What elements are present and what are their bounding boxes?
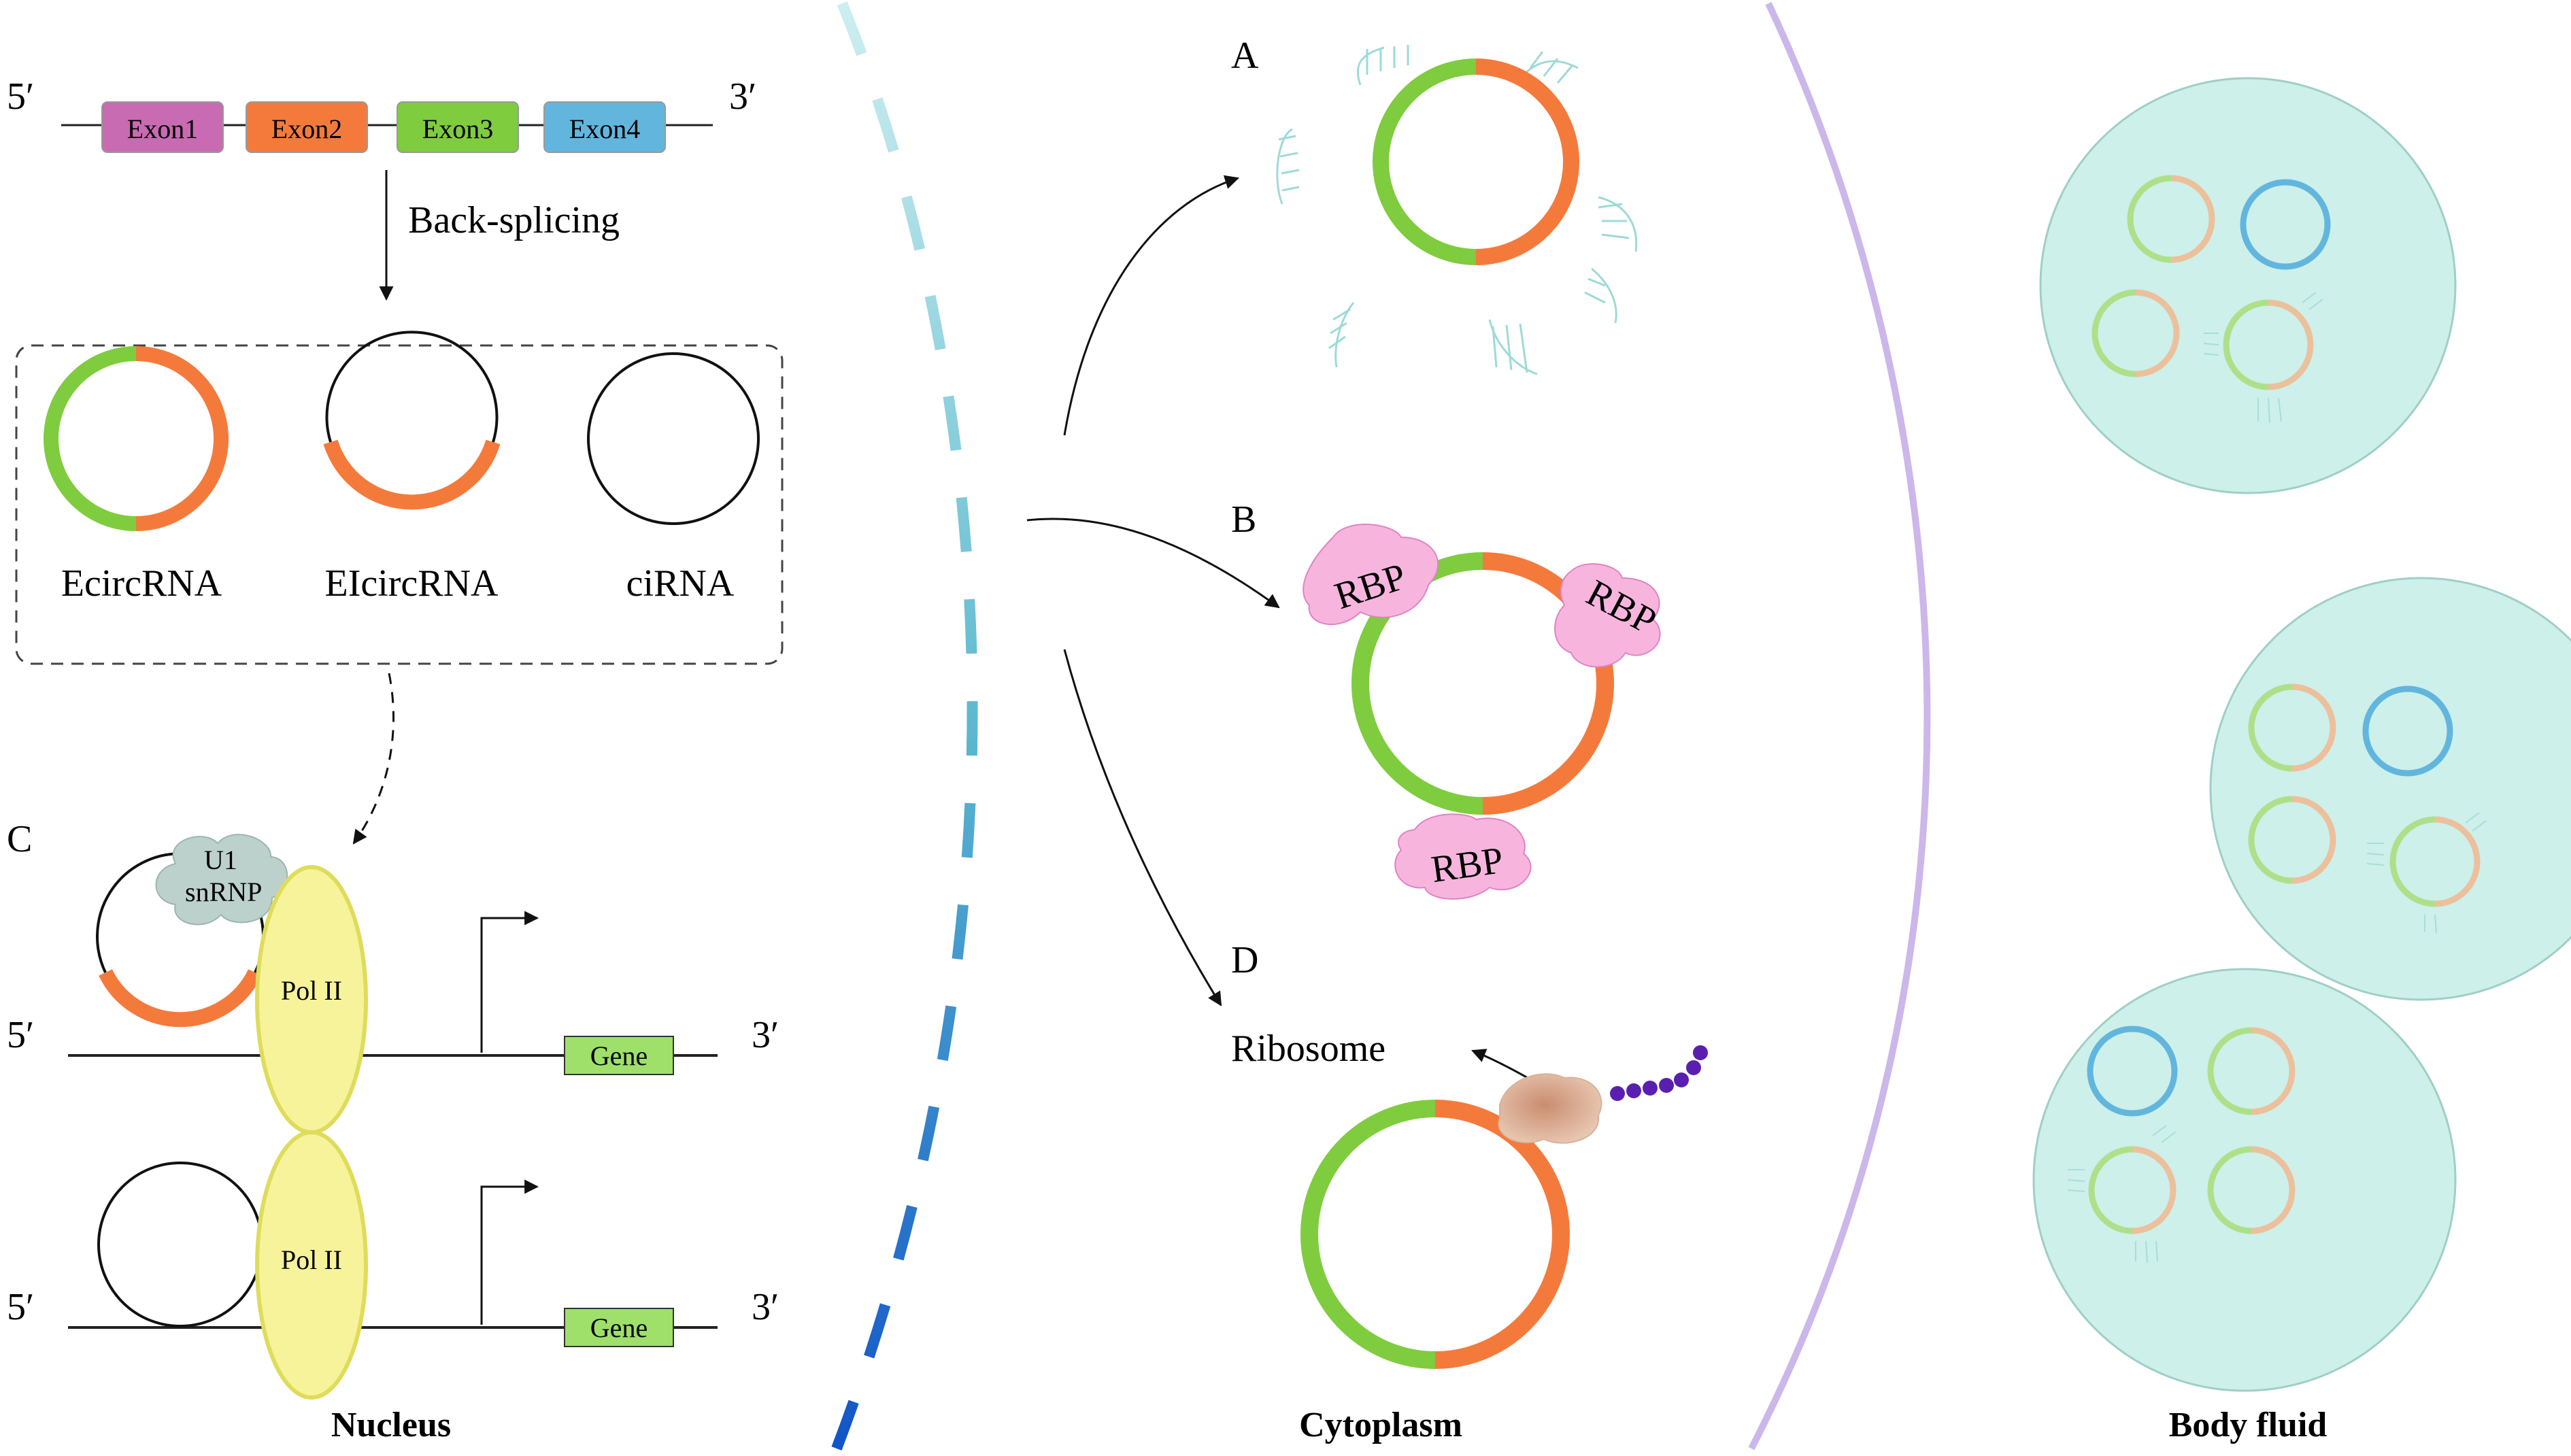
exosome-2	[2209, 577, 2571, 1001]
upper-transcription-arrow	[480, 911, 539, 1053]
lower-transcription-arrow	[480, 1179, 539, 1325]
lower-pol2-label: Pol II	[281, 1245, 342, 1275]
nucleus-region: 5′ 3′ Exon1 Exon2 Exon3 Exon4 Back-splic…	[7, 75, 784, 1444]
exon-3-label: Exon3	[422, 114, 493, 144]
back-splicing-label: Back-splicing	[408, 199, 620, 241]
upper-gene-label: Gene	[590, 1040, 648, 1071]
lower-cirna	[97, 1162, 263, 1327]
dashed-curved-arrow	[352, 673, 394, 845]
upper-gene-box: Gene	[564, 1036, 674, 1075]
panel-c-letter: C	[7, 818, 32, 860]
gene-map-3-prime: 3′	[729, 75, 756, 118]
eicircrna-circle	[323, 331, 501, 510]
u1-label-line2: snRNP	[185, 877, 262, 907]
upper-pol2: Pol II	[255, 865, 368, 1134]
lower-gene-box: Gene	[564, 1308, 674, 1347]
exosome-1-circrna-1	[2127, 175, 2215, 263]
panel-a-circrna	[1373, 58, 1579, 265]
eicircrna-label: EIcircRNA	[324, 562, 499, 605]
exosome-3-circrna-3	[2088, 1146, 2177, 1234]
rbp-2: RBP	[1554, 563, 1663, 668]
exosome-2-circrna-3	[2248, 796, 2336, 884]
cirna-label: ciRNA	[626, 562, 735, 605]
lower-3-prime: 3′	[752, 1286, 779, 1328]
exosome-1-circrna-4	[2223, 299, 2314, 390]
exosome-3-circrna-2	[2207, 1027, 2296, 1115]
panel-b-letter: B	[1231, 498, 1256, 541]
exon-1-label: Exon1	[127, 114, 198, 144]
rbp-1: RBP	[1303, 524, 1439, 626]
nucleus-region-label: Nucleus	[331, 1406, 451, 1444]
upper-3-prime: 3′	[752, 1014, 779, 1056]
ribosome-arrow	[1471, 1049, 1534, 1083]
ribosome-label: Ribosome	[1231, 1028, 1385, 1070]
exon-4-label: Exon4	[569, 114, 640, 144]
cirna-circle	[587, 352, 760, 525]
rbp-3-label: RBP	[1428, 839, 1505, 891]
exosome-1-circrna-2	[2240, 179, 2331, 270]
cytoplasm-region: A B RBP	[1026, 35, 1708, 1444]
exon-3: Exon3	[397, 101, 519, 153]
peptide-chain	[1610, 1045, 1708, 1101]
exosome-3-circrna-1	[2087, 1026, 2178, 1117]
body-fluid-region-label: Body fluid	[2169, 1406, 2328, 1444]
rbp-3: RBP	[1394, 813, 1532, 900]
cell-membrane	[1748, 1, 1931, 1451]
mirna-sponge-strands	[1276, 45, 1638, 375]
circrna-types-box	[15, 344, 784, 665]
cytoplasm-region-label: Cytoplasm	[1299, 1406, 1462, 1444]
exosome-3	[2032, 968, 2457, 1392]
ecircrna-label: EcircRNA	[61, 562, 222, 605]
exosome-1	[2039, 77, 2457, 494]
exosome-2-circrna-2	[2362, 685, 2453, 777]
panel-d-circrna	[1300, 1100, 1570, 1369]
exon-2-label: Exon2	[271, 114, 342, 144]
upper-5-prime: 5′	[7, 1014, 34, 1056]
panel-d-letter: D	[1231, 939, 1258, 981]
exon-2: Exon2	[246, 101, 368, 153]
exosome-2-circrna-4	[2389, 816, 2481, 907]
exosome-2-circrna-1	[2248, 683, 2336, 772]
arrow-to-d	[1063, 649, 1222, 1006]
body-fluid-region: Body fluid	[2032, 77, 2571, 1444]
exosome-1-circrna-3	[2091, 289, 2180, 377]
exon-4: Exon4	[543, 101, 666, 153]
nuclear-membrane	[831, 1, 978, 1451]
arrow-to-b	[1026, 518, 1280, 609]
ecircrna-circle	[44, 346, 229, 531]
arrow-to-a	[1063, 175, 1240, 436]
exon-1: Exon1	[101, 101, 224, 153]
lower-gene-label: Gene	[590, 1313, 648, 1343]
u1-label-line1: U1	[204, 845, 237, 875]
lower-5-prime: 5′	[7, 1286, 34, 1328]
lower-pol2: Pol II	[255, 1130, 368, 1400]
panel-a-letter: A	[1231, 35, 1259, 77]
u1-snrnp: U1 snRNP	[155, 834, 288, 926]
exosome-3-circrna-4	[2207, 1146, 2296, 1234]
upper-pol2-label: Pol II	[281, 975, 342, 1006]
ribosome	[1498, 1073, 1602, 1144]
gene-map-5-prime: 5′	[7, 75, 34, 118]
